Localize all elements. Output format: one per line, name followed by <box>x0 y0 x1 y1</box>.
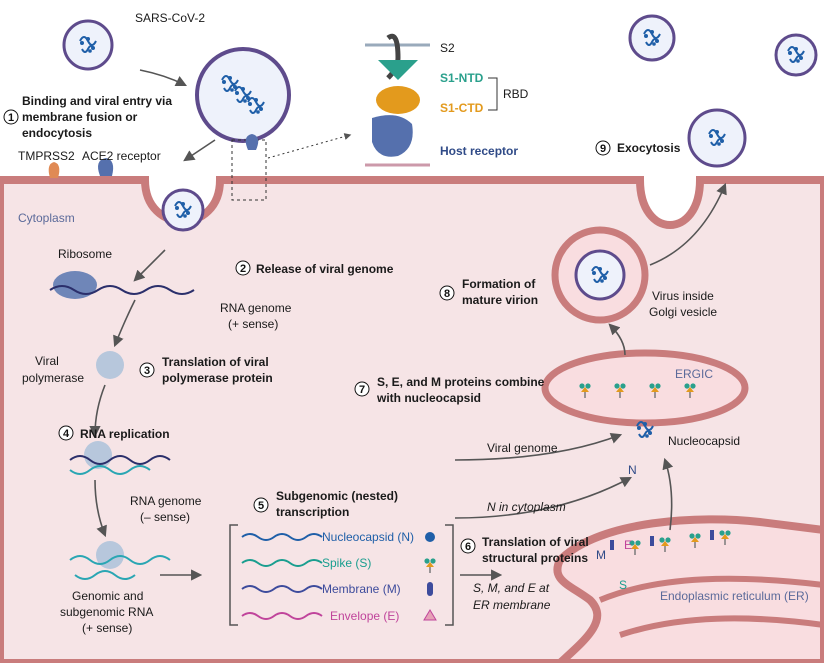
step-6-num: 6 <box>465 541 471 553</box>
mature-virion <box>574 249 626 301</box>
m-letter: M <box>596 548 606 562</box>
flow-arrows <box>89 69 727 581</box>
sme-line-1: S, M, and E at <box>473 581 550 595</box>
step-1-line-1: Binding and viral entry via <box>22 94 172 108</box>
step-7-line-1: S, E, and M proteins combine <box>377 375 545 389</box>
legend-spike: Spike (S) <box>322 556 371 570</box>
rna-plus-line-1: RNA genome <box>220 301 292 315</box>
e-letter: E <box>624 538 632 552</box>
ace2-label: ACE2 receptor <box>82 149 161 163</box>
virus-exit-1 <box>628 14 676 62</box>
ribosome-label: Ribosome <box>58 247 112 261</box>
step-1: 1 Binding and viral entry via membrane f… <box>3 94 172 140</box>
polymerase-label-1: Viral <box>35 354 59 368</box>
rna-plus-strand <box>49 285 195 295</box>
spike-s2-label: S2 <box>440 41 455 55</box>
polymerase-label-2: polymerase <box>22 371 84 385</box>
step-3-line-2: polymerase protein <box>162 371 273 385</box>
er-label: Endoplasmic reticulum (ER) <box>660 589 809 603</box>
nucleocapsid-icon <box>425 532 435 542</box>
cytoplasm-label: Cytoplasm <box>18 211 75 225</box>
step-1-line-3: endocytosis <box>22 126 92 140</box>
ace2-receptor <box>98 158 114 176</box>
step-2-line-1: Release of viral genome <box>256 262 394 276</box>
genomic-line-3: (+ sense) <box>82 621 132 635</box>
virus-endosome <box>161 188 205 232</box>
n-cytoplasm-label: N in cytoplasm <box>487 500 566 514</box>
step-5-line-2: transcription <box>276 505 349 519</box>
legend-membrane: Membrane (M) <box>322 582 401 596</box>
spike-s1-ctd-label: S1-CTD <box>440 101 484 115</box>
step-3: 3 Translation of viral polymerase protei… <box>139 355 273 385</box>
polymerase-1 <box>96 351 124 379</box>
step-5-line-1: Subgenomic (nested) <box>276 489 398 503</box>
step-6-line-1: Translation of viral <box>482 535 589 549</box>
spike-rbd-label: RBD <box>503 87 529 101</box>
n-letter: N <box>628 463 637 477</box>
membrane-icon <box>427 582 433 596</box>
step-9: 9 Exocytosis <box>595 140 681 156</box>
legend-bracket <box>229 524 238 626</box>
virus-label: SARS-CoV-2 <box>135 11 205 25</box>
ergic-label: ERGIC <box>675 367 713 381</box>
sme-line-2: ER membrane <box>473 598 551 612</box>
viral-genome-label: Viral genome <box>487 441 558 455</box>
step-4: 4 RNA replication <box>58 425 170 441</box>
step-8: 8 Formation of mature virion <box>439 277 538 307</box>
virus-exocytosis <box>687 108 747 168</box>
legend-envelope: Envelope (E) <box>330 609 399 623</box>
step-1-line-2: membrane fusion or <box>22 110 138 124</box>
rna-plus-line-2: (+ sense) <box>228 317 278 331</box>
step-9-num: 9 <box>600 143 606 155</box>
legend: Nucleocapsid (N) Spike (S) Membrane (M) … <box>241 530 437 623</box>
envelope-icon <box>423 609 437 621</box>
nucleocapsid-label: Nucleocapsid <box>668 434 740 448</box>
step-7-line-2: with nucleocapsid <box>376 391 481 405</box>
step-8-line-2: mature virion <box>462 293 538 307</box>
ribosome <box>53 271 97 299</box>
step-5: 5 Subgenomic (nested) transcription <box>253 489 398 519</box>
rna-minus-line-1: RNA genome <box>130 494 202 508</box>
golgi-line-2: Golgi vesicle <box>649 305 717 319</box>
virus-exit-2 <box>774 33 818 77</box>
virus-small-top <box>62 19 114 71</box>
host-receptor-label: Host receptor <box>440 144 518 158</box>
step-3-line-1: Translation of viral <box>162 355 269 369</box>
legend-nucleocapsid: Nucleocapsid (N) <box>322 530 414 544</box>
step-5-num: 5 <box>258 500 264 512</box>
step-7-num: 7 <box>359 384 365 396</box>
golgi-line-1: Virus inside <box>652 289 714 303</box>
tmprss2-label: TMPRSS2 <box>18 149 75 163</box>
step-4-line-1: RNA replication <box>80 427 170 441</box>
step-6: 6 Translation of viral structural protei… <box>460 535 589 565</box>
step-8-num: 8 <box>444 288 450 300</box>
genomic-line-2: subgenomic RNA <box>60 605 153 619</box>
spike-s1-ntd-label: S1-NTD <box>440 71 484 85</box>
er-proteins <box>610 529 732 556</box>
rna-minus-line-2: (– sense) <box>140 510 190 524</box>
polymerase-3 <box>96 541 124 569</box>
step-1-num: 1 <box>8 112 14 124</box>
s-letter: S <box>619 578 627 592</box>
step-2-num: 2 <box>240 263 246 275</box>
ergic-vesicle <box>541 349 749 427</box>
genomic-line-1: Genomic and <box>72 589 143 603</box>
step-3-num: 3 <box>144 365 150 377</box>
step-4-num: 4 <box>63 428 70 440</box>
tmprss2-receptor <box>48 162 60 178</box>
step-8-line-1: Formation of <box>462 277 536 291</box>
step-2: 2 Release of viral genome <box>235 260 394 276</box>
virus-main <box>195 47 291 143</box>
spike-zoom <box>365 33 430 167</box>
zoom-box <box>231 139 267 201</box>
step-7: 7 S, E, and M proteins combine with nucl… <box>354 375 545 405</box>
step-9-line-1: Exocytosis <box>617 141 681 155</box>
step-6-line-2: structural proteins <box>482 551 588 565</box>
